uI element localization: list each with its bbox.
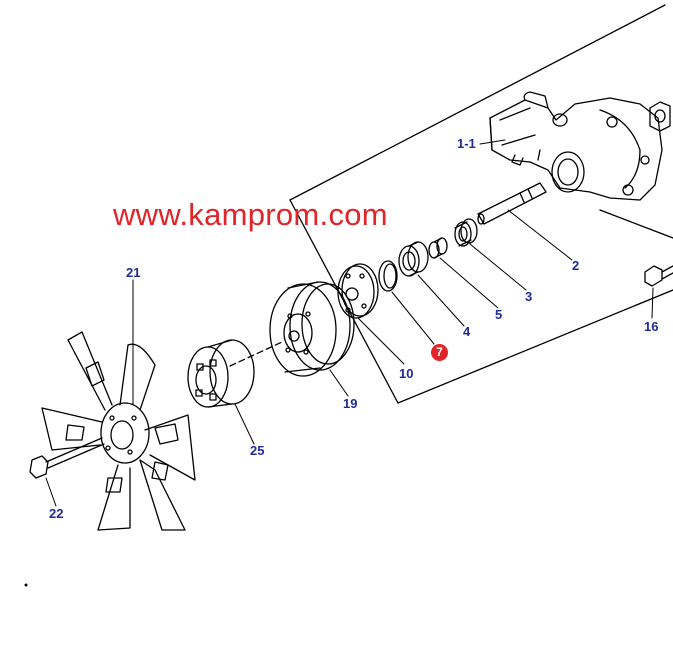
website-watermark: www.kamprom.com [113,197,388,232]
spacer-5 [428,237,448,259]
fan-spacer-25 [187,339,255,408]
label-part-2: 2 [572,258,580,273]
assembly-bracket-outline [289,4,673,404]
label-part-5: 5 [495,307,503,322]
bolt-top-right [649,101,671,132]
label-part-22: 22 [49,506,64,521]
label-part-10: 10 [399,366,414,381]
center-axis-line [229,341,283,367]
pulley-19 [269,281,355,377]
label-part-16: 16 [644,319,659,334]
bearing-3 [454,218,478,247]
bolt-16 [644,265,673,287]
label-part-19: 19 [343,396,358,411]
label-part-21: 21 [126,265,141,280]
highlighted-part-badge-7[interactable]: 7 [431,344,448,361]
cooling-fan-21 [41,331,196,531]
leader-lines [45,139,654,507]
label-part-4: 4 [463,324,471,339]
label-part-3: 3 [525,289,533,304]
snap-ring-7 [378,260,398,292]
pump-shaft [477,182,547,225]
hub-flange-10 [337,263,379,319]
label-part-1-1: 1-1 [457,136,476,151]
stray-dot [24,583,28,587]
bearing-4 [398,241,429,277]
water-pump-housing [489,91,663,201]
bolt-22 [29,437,105,479]
label-part-25: 25 [250,443,265,458]
